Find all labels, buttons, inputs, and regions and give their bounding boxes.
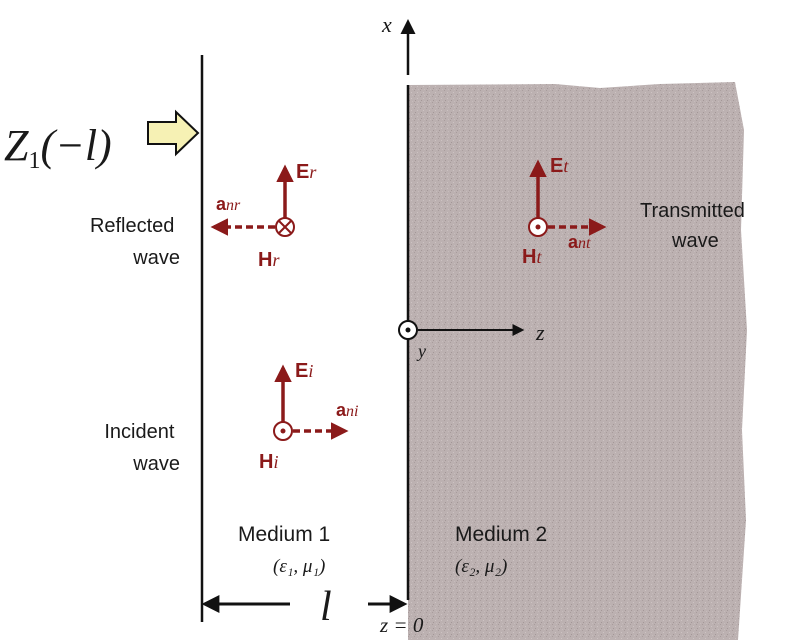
- incident-label-line1: Incident: [104, 421, 174, 443]
- incident-h-outward-icon: [273, 421, 293, 441]
- impedance-label: Z1(−l): [4, 121, 112, 174]
- y-axis-label: y: [416, 341, 426, 361]
- reflected-a-label: anr: [216, 194, 241, 214]
- boundary-label: z = 0: [379, 613, 424, 637]
- medium2-region: [408, 82, 747, 640]
- transmitted-a-label: ant: [568, 232, 591, 252]
- impedance-subscript: 1: [28, 148, 40, 174]
- reflected-label: Reflected wave: [90, 215, 180, 269]
- incident-e-label: Ei: [295, 360, 313, 382]
- reflected-wave-vectors: Er anr Hr: [210, 161, 317, 271]
- distance-symbol: l: [320, 584, 332, 630]
- transmitted-h-outward-icon: [528, 217, 548, 237]
- incident-a-label: ani: [336, 400, 358, 420]
- impedance-arrow-icon: [147, 109, 200, 157]
- medium1-params: (ε₁, μ₁): [273, 556, 325, 577]
- impedance-argument: (−l): [40, 121, 111, 170]
- reflected-e-label: Er: [296, 161, 317, 183]
- impedance-symbol: Z: [4, 121, 29, 170]
- incident-label: Incident wave: [104, 421, 180, 475]
- incident-label-line2: wave: [132, 453, 180, 475]
- transmitted-e-label: Et: [550, 155, 569, 177]
- reflected-h-inward-icon: [275, 217, 295, 237]
- z-axis-label: z: [535, 320, 545, 345]
- reflected-h-label: Hr: [258, 249, 280, 271]
- reflected-label-line2: wave: [132, 247, 180, 269]
- transmitted-h-label: Ht: [522, 246, 542, 268]
- medium1-name: Medium 1: [238, 523, 330, 546]
- x-axis-label: x: [381, 12, 392, 37]
- transmitted-label: Transmitted wave: [640, 200, 750, 252]
- transmitted-label-line2: wave: [671, 230, 719, 252]
- y-axis-outward-icon: [398, 320, 418, 340]
- incident-wave-vectors: Ei ani Hi: [259, 360, 358, 473]
- reflected-label-line1: Reflected: [90, 215, 175, 237]
- transmitted-label-line1: Transmitted: [640, 200, 745, 222]
- medium2-params: (ε₂, μ₂): [455, 556, 507, 577]
- medium2-name: Medium 2: [455, 523, 547, 546]
- transmitted-wave-vectors: Et Ht ant: [522, 155, 607, 268]
- incident-h-label: Hi: [259, 451, 278, 473]
